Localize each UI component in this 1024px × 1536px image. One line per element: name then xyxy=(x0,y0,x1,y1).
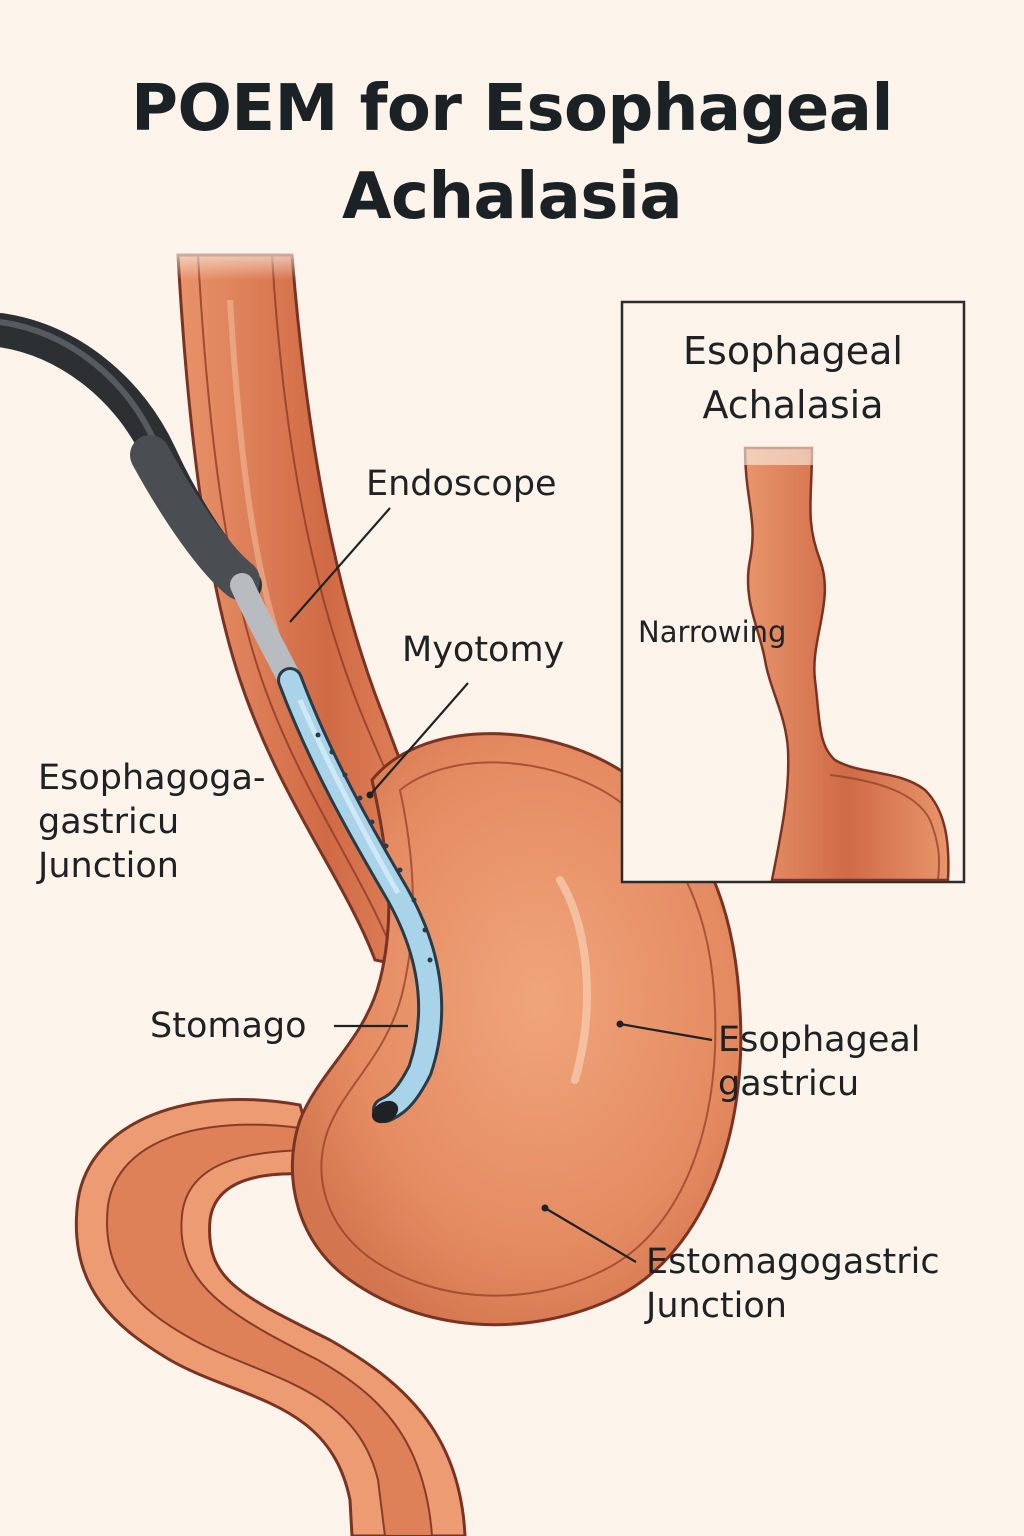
inset-panel xyxy=(620,300,966,884)
label-endoscope: Endoscope xyxy=(366,464,557,504)
title-line-2: Achalasia xyxy=(341,160,683,234)
label-esophageal-gastricu: Esophageal gastricu xyxy=(718,1018,921,1106)
label-esophageal-gastricu-line-2: gastricu xyxy=(718,1064,860,1104)
esophagus-fade xyxy=(160,240,310,280)
label-estomagogastric-line-2: Junction xyxy=(646,1286,787,1326)
leader-dots xyxy=(366,791,624,1212)
inset-title-line-1: Esophageal xyxy=(683,329,903,373)
leader-lines xyxy=(289,507,713,1263)
endoscope xyxy=(0,313,444,1124)
label-egj-line-3: Junction xyxy=(38,846,179,886)
label-myotomy: Myotomy xyxy=(402,630,565,670)
label-estomagogastric: Estomagogastric Junction xyxy=(646,1240,940,1328)
label-egj: Esophagoga- gastricu Junction xyxy=(38,756,266,888)
title-line-1: POEM for Esophageal xyxy=(131,72,893,146)
duodenum xyxy=(74,1098,467,1536)
label-egj-line-1: Esophagoga- xyxy=(38,758,266,798)
inset-title-line-2: Achalasia xyxy=(702,383,884,427)
label-egj-line-2: gastricu xyxy=(38,802,180,842)
inset-title: Esophageal Achalasia xyxy=(622,324,964,432)
label-estomagogastric-line-1: Estomagogastric xyxy=(646,1242,940,1282)
label-stomago: Stomago xyxy=(150,1006,307,1046)
label-narrowing: Narrowing xyxy=(638,615,787,649)
label-esophageal-gastricu-line-1: Esophageal xyxy=(718,1020,921,1060)
